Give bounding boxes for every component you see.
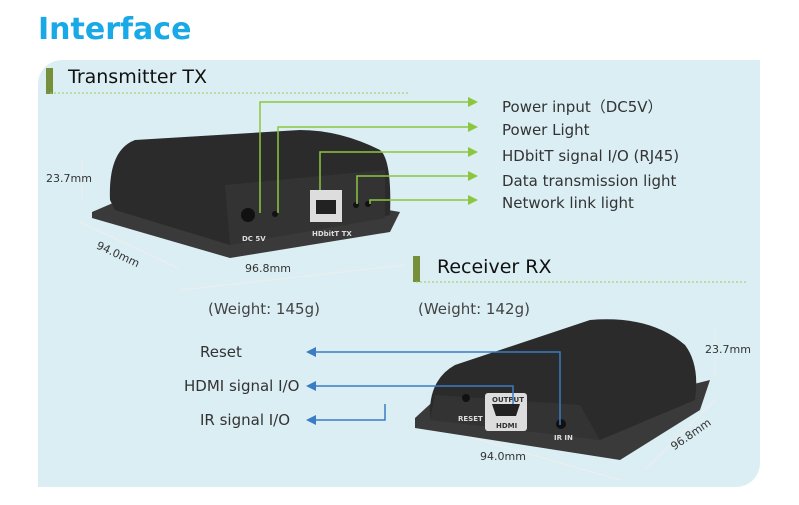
rx-hdmi: HDMI — [496, 422, 517, 430]
tx-dim-width: 96.8mm — [245, 262, 291, 275]
rx-label-reset: Reset — [200, 343, 242, 361]
tx-port-dc: DC 5V — [242, 235, 266, 243]
tx-label-power-input: Power input（DC5V） — [502, 98, 663, 116]
rx-dim-width: 94.0mm — [480, 450, 526, 463]
tx-port-hdbit: HDbitT TX — [312, 230, 352, 238]
tx-dim-height: 23.7mm — [46, 172, 92, 185]
tx-label-network-light: Network link light — [502, 194, 634, 212]
rx-reset: RESET — [458, 415, 483, 423]
rx-device: RESET OUTPUT HDMI IR IN — [415, 319, 710, 460]
rx-label-ir-io: IR signal I/O — [200, 411, 291, 429]
section-marker — [413, 256, 420, 282]
rx-label-hdmi-io: HDMI signal I/O — [184, 377, 300, 395]
tx-heading: Transmitter TX — [68, 66, 208, 88]
rx-output: OUTPUT — [492, 396, 524, 404]
tx-label-hdbit-io: HDbitT signal I/O (RJ45) — [502, 147, 680, 165]
tx-weight: (Weight: 145g) — [208, 300, 320, 318]
tx-label-power-light: Power Light — [502, 121, 590, 139]
section-marker — [46, 68, 53, 94]
page-title: Interface — [38, 12, 192, 47]
rx-dim-height: 23.7mm — [705, 343, 751, 356]
rx-weight: (Weight: 142g) — [418, 300, 530, 318]
tx-label-data-light: Data transmission light — [502, 172, 677, 190]
tx-device: DC 5V HDbitT TX — [92, 130, 400, 258]
rx-heading: Receiver RX — [437, 256, 552, 278]
rx-ir: IR IN — [554, 434, 573, 442]
